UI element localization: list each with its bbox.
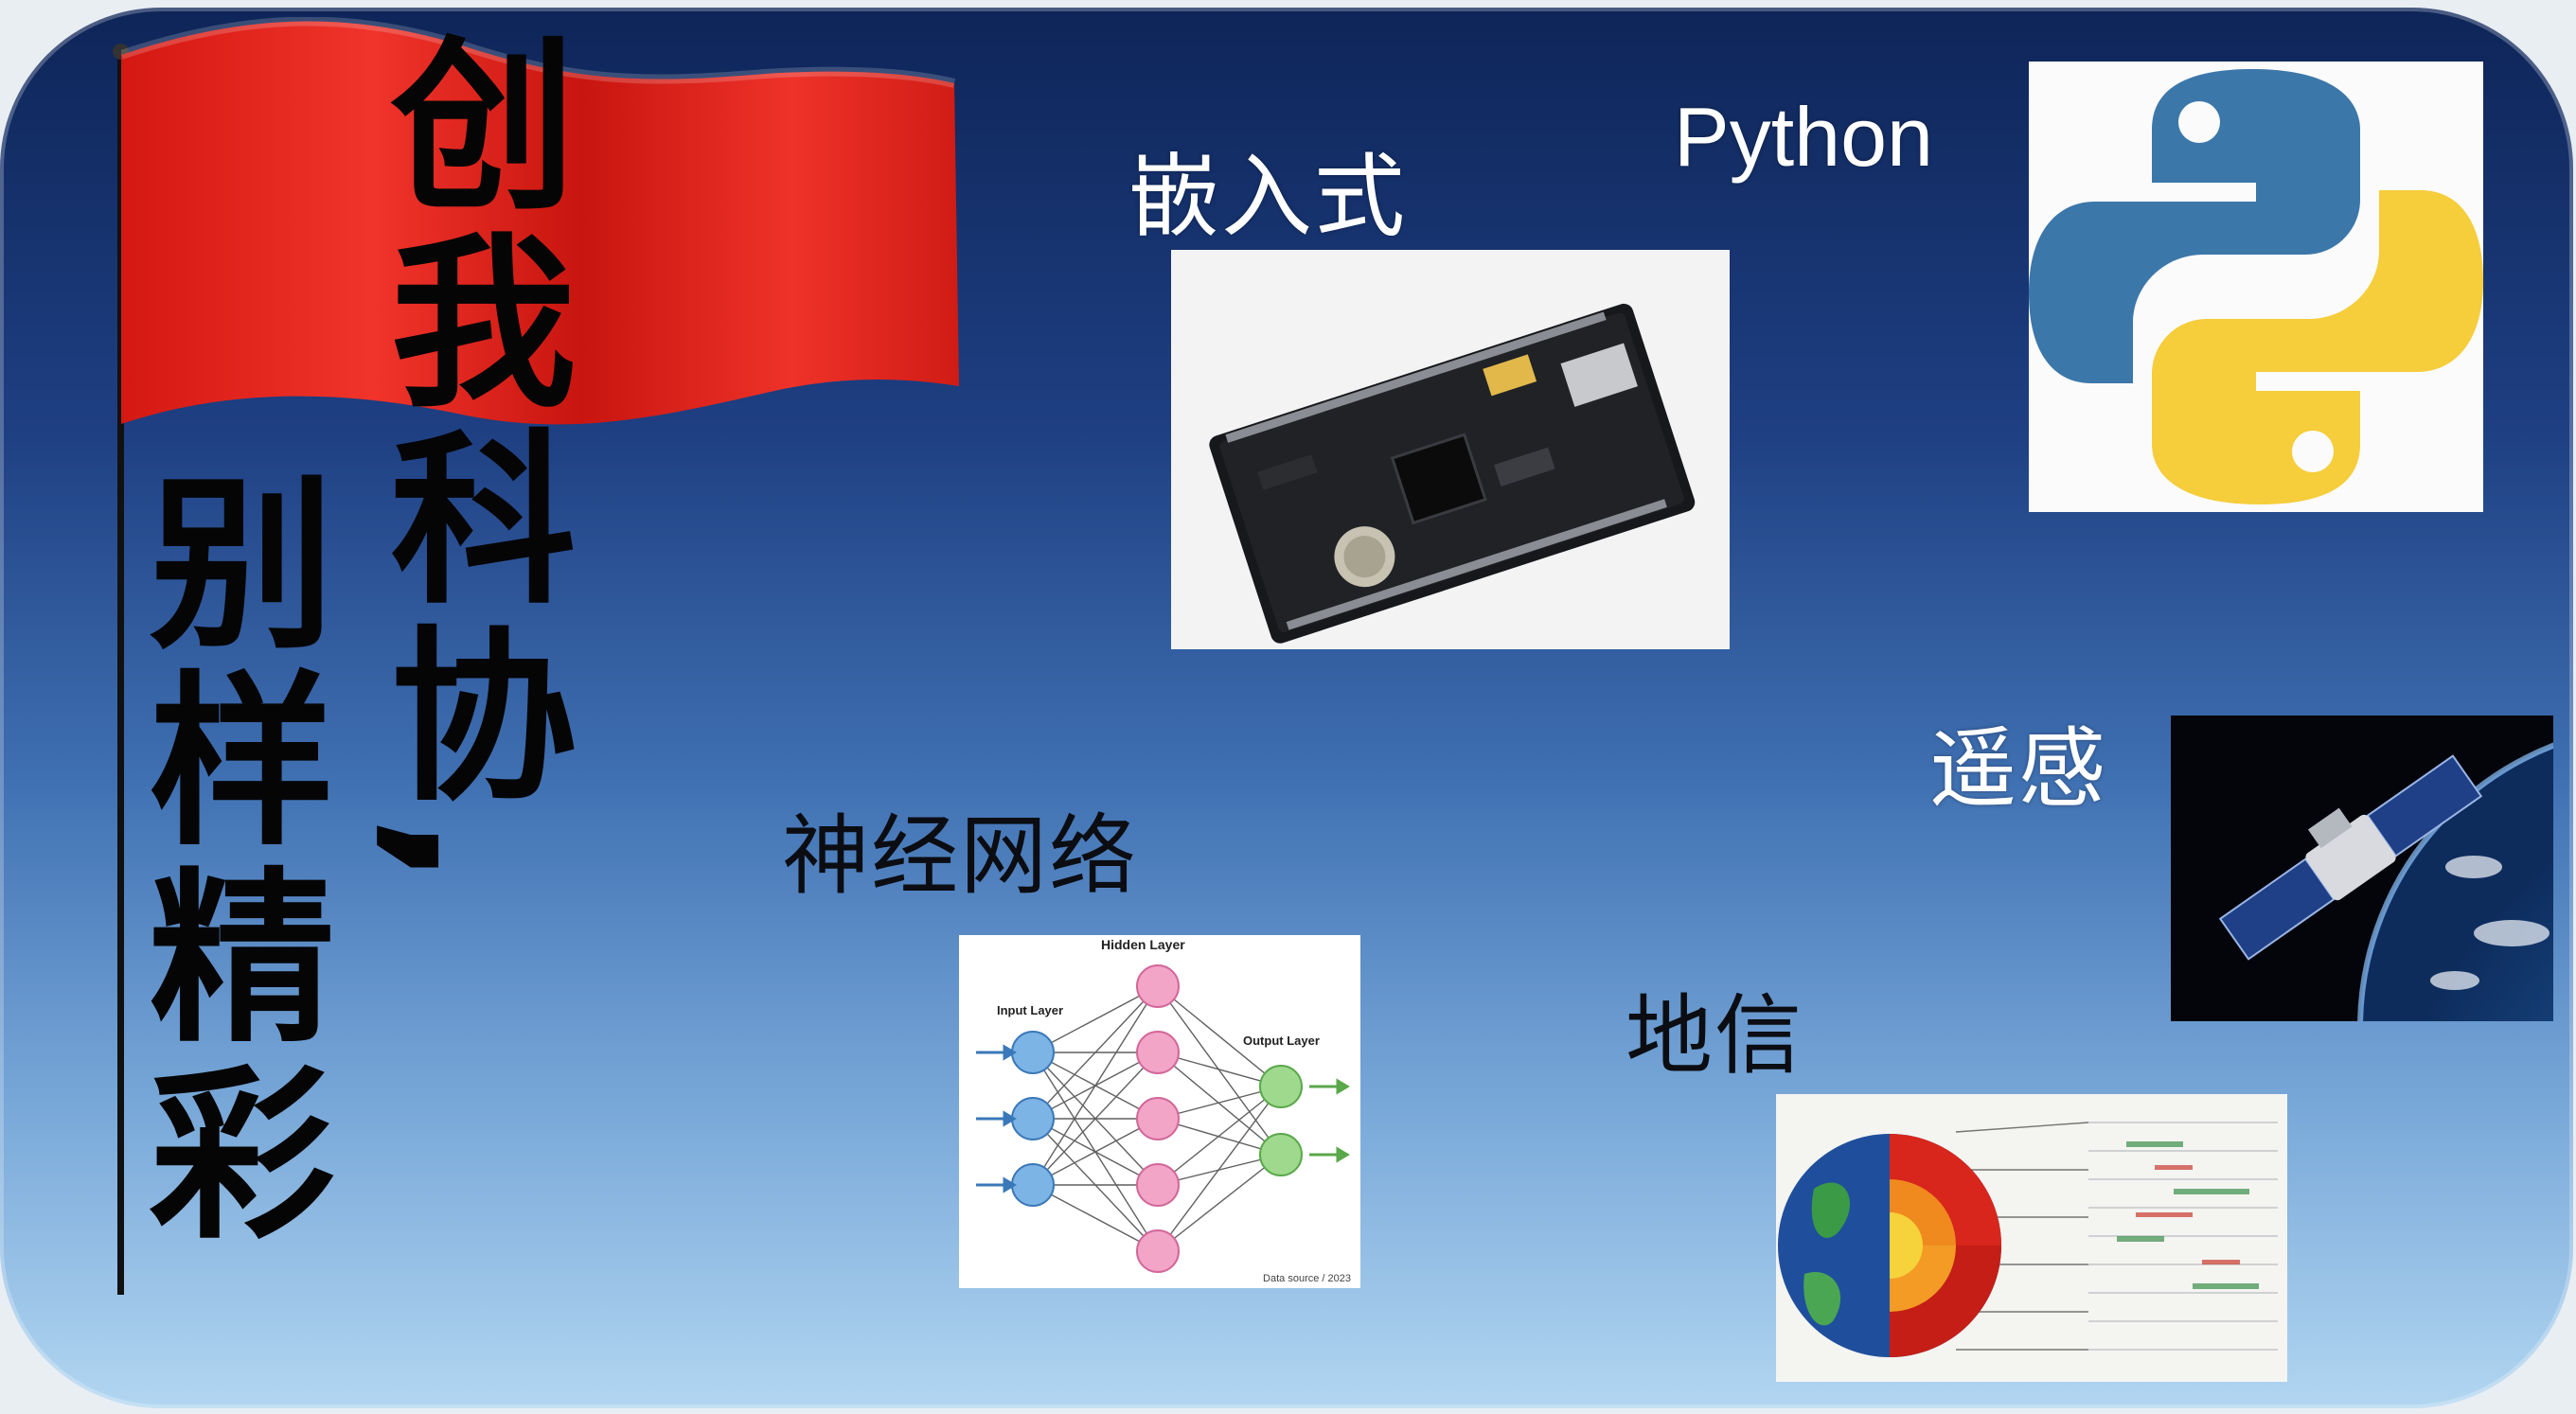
satellite-image (2171, 716, 2553, 1021)
flag-pole (117, 53, 124, 1295)
slogan-line-1: 创我科协, (359, 28, 575, 898)
python-logo-icon (2029, 69, 2483, 504)
geo-info-image (1776, 1094, 2287, 1382)
output-layer-label: Output Layer (1243, 1034, 1320, 1048)
hidden-layer-label: Hidden Layer (1101, 937, 1185, 952)
neural-network-label: 神经网络 (782, 805, 1139, 907)
embedded-board-image (1171, 250, 1730, 649)
python-logo-card (2029, 62, 2483, 512)
neural-network-diagram: Hidden Layer Input Layer Output Layer Da… (959, 935, 1360, 1288)
remote-sensing-label: 遥感 (1929, 718, 2108, 820)
red-flag-icon (121, 17, 959, 425)
poster-panel: 创我科协, 别样精彩 嵌入式 (0, 8, 2573, 1408)
embedded-label: 嵌入式 (1128, 144, 1407, 250)
slogan-line-2: 别样精彩 (117, 467, 333, 1254)
geo-info-label: 地信 (1626, 985, 1804, 1087)
python-label: Python (1674, 90, 1933, 184)
input-layer-label: Input Layer (997, 1003, 1064, 1017)
diagram-footer: Data source / 2023 (1263, 1273, 1351, 1284)
